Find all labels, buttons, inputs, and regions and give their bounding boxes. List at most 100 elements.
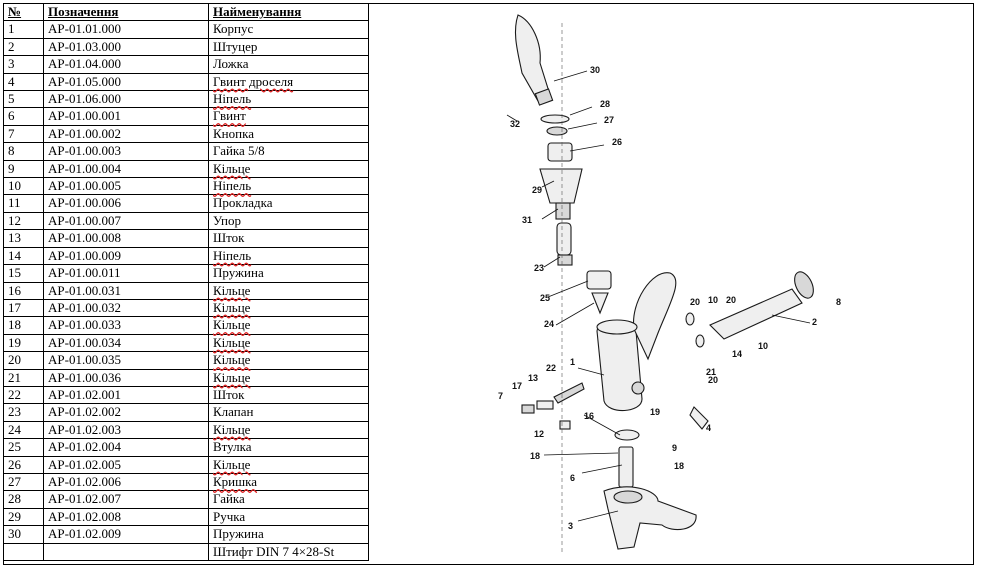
cell-designation: АР-01.00.003 [43,142,209,161]
cell-designation-text: АР-01.00.031 [48,282,121,298]
cell-designation-text: АР-01.00.036 [48,369,121,385]
cell-designation-text: АР-01.00.009 [48,247,121,263]
callout-label: 25 [540,293,550,303]
cell-designation: АР-01.00.007 [43,211,209,231]
cell-number: 28 [3,490,44,509]
cell-number: 25 [3,438,44,457]
part-handle-spring [514,14,554,106]
cell-name-text: Кільце [213,334,251,350]
cell-name-text: Кільце [213,456,251,472]
cell-number-text: 17 [8,299,21,315]
cell-name: Ніпель [208,90,369,109]
cell-name: Штуцер [208,37,369,57]
header-designation: Позначення [43,2,209,22]
cell-number: 12 [3,211,44,231]
cell-number-text: 18 [8,317,21,333]
cell-number: 29 [3,507,44,527]
cell-number: 11 [3,194,44,213]
leader-lines [506,23,811,553]
cell-name-text: Втулка [213,439,252,455]
callout-label: 30 [590,65,600,75]
table-row: 25 АР-01.02.004 Втулка [3,438,369,457]
cell-designation-text: АР-01.01.000 [48,21,121,37]
cell-name-text: Кільце [213,299,251,315]
cell-designation: АР-01.04.000 [43,55,209,74]
cell-name-text: Кільце [213,317,251,333]
callout-label: 19 [650,407,660,417]
cell-designation: АР-01.01.000 [43,20,209,39]
cell-number-text: 22 [8,386,21,402]
callout-label: 27 [604,115,614,125]
cell-designation: АР-01.00.036 [43,368,209,387]
cell-name-text: Пружина [213,265,264,281]
cell-number-text: 23 [8,404,21,420]
cell-number: 3 [3,55,44,74]
header-number: № [3,2,44,22]
part-small-parts [521,382,709,488]
cell-designation: АР-01.00.008 [43,229,209,248]
cell-name: Кільце [208,351,369,370]
cell-name: Ніпель [208,177,369,196]
callout-label: 32 [510,119,520,129]
table-row: 8 АР-01.00.003 Гайка 5/8 [3,142,369,161]
cell-designation-text: АР-01.02.006 [48,473,121,489]
cell-name: Кільце [208,368,369,387]
cell-number-text: 27 [8,473,21,489]
cell-number-text: 8 [8,143,15,159]
callout-label: 29 [532,185,542,195]
cell-designation-text: АР-01.02.007 [48,491,121,507]
callout-label: 21 [706,367,716,377]
callout-label: 26 [612,137,622,147]
cell-number-text: 12 [8,212,21,228]
cell-number-text: 25 [8,439,21,455]
cell-name: Кільце [208,316,369,335]
cell-name: Штифт DIN 7 4×28-St [208,542,369,562]
cell-designation: АР-01.00.033 [43,316,209,335]
cell-designation: АР-01.00.031 [43,281,209,300]
cell-designation-text: АР-01.02.004 [48,439,121,455]
cell-designation: АР-01.02.004 [43,438,209,457]
cell-number: 1 [3,20,44,39]
cell-name: Кнопка [208,124,369,144]
part-body [596,272,677,412]
cell-name-text: Кришка [213,473,258,489]
cell-designation-text: АР-01.00.004 [48,160,121,176]
callout-label: 4 [706,423,711,433]
cell-name: Гайка 5/8 [208,142,369,161]
cell-designation-text: АР-01.00.006 [48,195,121,211]
cell-designation-text: АР-01.00.003 [48,143,121,159]
cell-name-text: Кільце [213,160,251,176]
cell-designation: АР-01.02.005 [43,455,209,474]
callout-label: 20 [708,375,718,385]
table-row: Штифт DIN 7 4×28-St [3,542,369,562]
cell-name-text: Ніпель [213,247,252,263]
callout-label: 9 [672,443,677,453]
cell-designation-text: АР-01.02.008 [48,508,121,524]
cell-name-text: Кільце [213,282,251,298]
cell-number: 6 [3,107,44,126]
cell-designation: АР-01.00.006 [43,194,209,213]
cell-designation-text: АР-01.00.033 [48,317,121,333]
cell-name-text: Клапан [213,404,254,420]
cell-name-text: Ніпель [213,91,252,107]
cell-number: 14 [3,246,44,266]
callout-label: 20 [726,295,736,305]
cell-designation: АР-01.00.035 [43,351,209,370]
cell-number: 15 [3,264,44,283]
cell-name: Гвинт дроселя [208,72,369,92]
cell-name: Прокладка [208,194,369,213]
cell-number-text: 28 [8,491,21,507]
cell-designation-text: АР-01.02.001 [48,386,121,402]
callout-label: 17 [512,381,522,391]
